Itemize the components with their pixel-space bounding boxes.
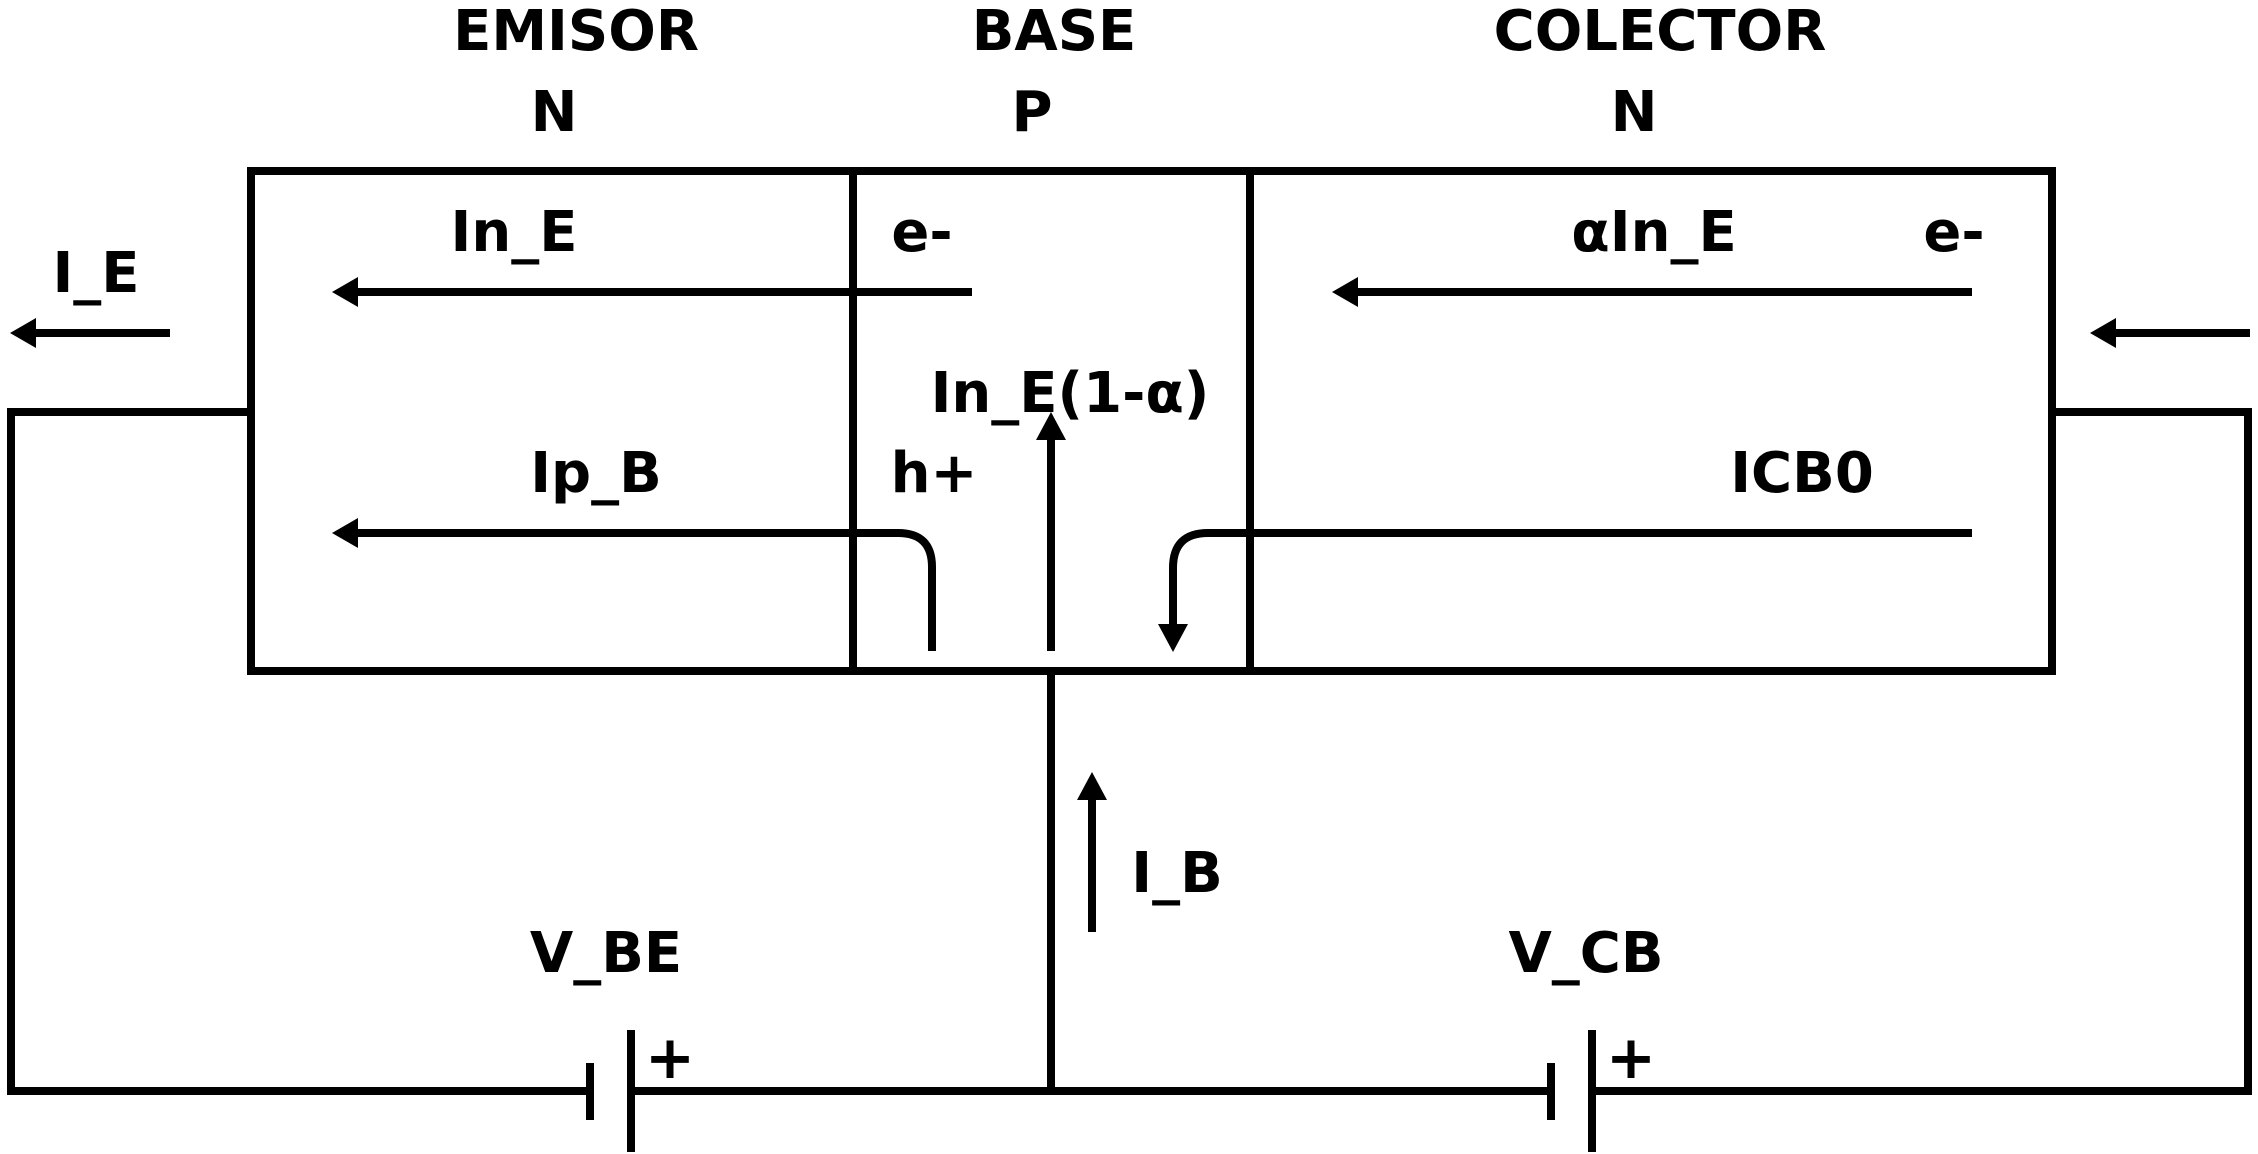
alpha-in-e-arrowhead [1332, 277, 1358, 307]
vbe-label: V_BE [530, 921, 682, 986]
in-e-arrowhead [332, 277, 358, 307]
vcb-label: V_CB [1508, 921, 1663, 986]
emitter-current-arrowhead [10, 318, 36, 348]
icbo-arrowhead [1158, 624, 1188, 652]
in-e-label: In_E [451, 200, 578, 265]
vbe-plus-sign: + [645, 1023, 695, 1093]
ip-b-arrowhead [332, 518, 358, 548]
collector-lead-wire [1596, 408, 2252, 1095]
collector-electron-label: e- [1923, 200, 1984, 265]
transistor-body [247, 167, 2056, 675]
base-electron-label: e- [891, 200, 952, 265]
recombination-label: In_E(1-α) [931, 361, 1210, 426]
ip-b-arrow-path [352, 529, 936, 651]
hole-label: h+ [891, 441, 978, 506]
collector-current-arrowhead [2090, 318, 2116, 348]
icbo-label: ICB0 [1730, 441, 1874, 506]
collector-region-label: COLECTOR [1494, 0, 1827, 64]
vcb-plus-sign: + [1606, 1023, 1656, 1093]
base-current-arrowhead [1077, 772, 1107, 800]
alpha-in-e-label: αIn_E [1571, 200, 1736, 265]
base-current-label: I_B [1131, 841, 1223, 906]
collector-type-label: N [1611, 80, 1658, 145]
icbo-arrow-path [1169, 529, 1972, 626]
base-region-label: BASE [972, 0, 1137, 64]
emitter-region-label: EMISOR [453, 0, 699, 64]
ip-b-label: Ip_B [530, 441, 662, 506]
emitter-current-label: I_E [52, 241, 139, 306]
emitter-lead-wire [7, 408, 590, 1095]
emitter-type-label: N [531, 80, 578, 145]
recombination-arrowhead [1036, 412, 1066, 440]
base-type-label: P [1011, 80, 1052, 145]
